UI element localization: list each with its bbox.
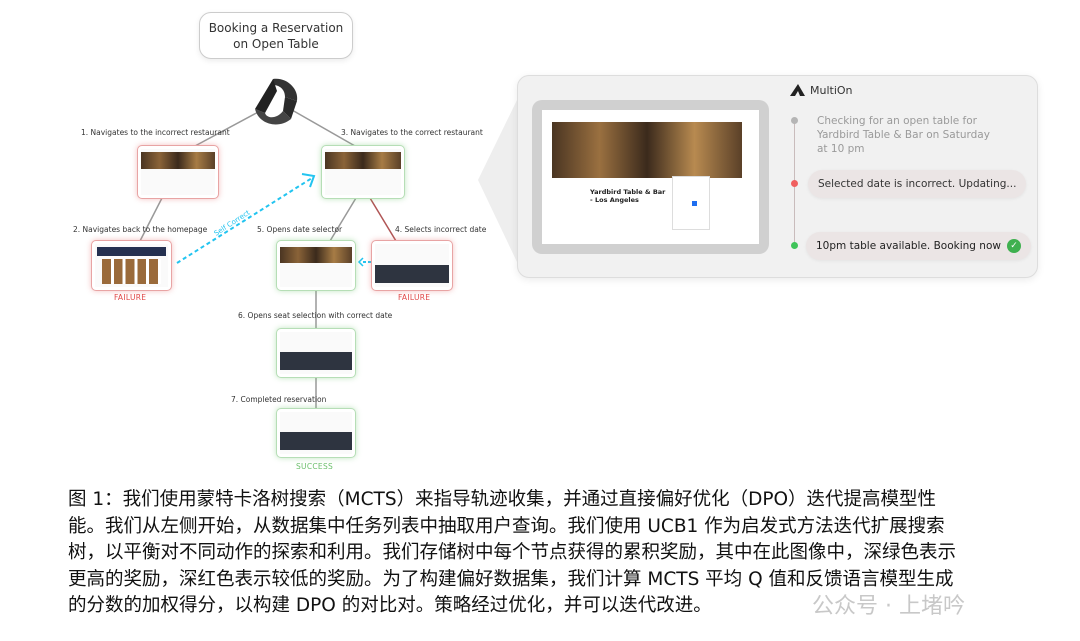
step-checking: Checking for an open table for Yardbird … (817, 115, 990, 155)
panel-pointer (478, 100, 517, 262)
caption-line: 更高的奖励，深红色表示较低的奖励。为了构建偏好数据集，我们计算 MCTS 平均 … (68, 568, 954, 590)
timeline-dot-success (791, 242, 798, 249)
self-correct-label: Self Correct (213, 209, 252, 238)
browser-screenshot-frame: Yardbird Table & Bar - Los Angeles (532, 100, 769, 254)
edge-node3-node5 (329, 197, 357, 242)
node-2-label: 2. Navigates back to the homepage (73, 225, 208, 234)
title-line: Booking a Reservation (208, 20, 344, 35)
caption-line: 树，以平衡对不同动作的探索和利用。我们存储树中每个节点获得的累积奖励，其中在此图… (68, 542, 957, 563)
retry-arrowhead (357, 257, 364, 267)
node-3-screenshot (321, 145, 405, 199)
node-4-status: FAILURE (398, 293, 431, 302)
caption-line: 能。我们从左侧开始，从数据集中任务列表中抽取用户查询。我们使用 UCB1 作为启… (68, 515, 945, 537)
step-success-text: 10pm table available. Booking now (816, 240, 1001, 252)
step-error-text: Selected date is incorrect. Updating... (818, 178, 1017, 190)
step-success-bubble: 10pm table available. Booking now ✓ (806, 232, 1031, 260)
app-name: MultiOn (810, 84, 853, 97)
node-4-label: 4. Selects incorrect date (395, 225, 487, 234)
node-4-screenshot (371, 240, 453, 291)
selected-date (692, 201, 697, 206)
self-correct-arrow (176, 177, 313, 264)
node-1-screenshot (137, 145, 219, 199)
step-error-bubble: Selected date is incorrect. Updating... (808, 170, 1027, 198)
node-2-status: FAILURE (114, 293, 147, 302)
edge-root-node3 (291, 109, 356, 147)
node-5-screenshot (276, 240, 356, 291)
timeline-dot-pending (791, 117, 798, 124)
multion-logo-icon (255, 78, 298, 125)
node-6-label: 6. Opens seat selection with correct dat… (238, 311, 393, 320)
node-6-screenshot (276, 328, 356, 378)
title-line: on Open Table (233, 36, 319, 51)
node-7-status: SUCCESS (296, 462, 334, 471)
restaurant-hero-image (552, 122, 742, 178)
edge-node3-node4 (369, 197, 397, 242)
check-circle-icon: ✓ (1006, 239, 1021, 253)
timeline-dot-error (791, 180, 798, 187)
node-7-screenshot (276, 408, 356, 458)
node-1-label: 1. Navigates to the incorrect restaurant (81, 128, 230, 137)
node-3-label: 3. Navigates to the correct restaurant (341, 128, 483, 137)
watermark: 公众号 · 上堵吟 (812, 594, 965, 619)
node-2-screenshot (91, 240, 172, 291)
multion-logo-icon (790, 84, 805, 96)
figure-caption: 图 1：我们使用蒙特卡洛树搜索（MCTS）来指导轨迹收集，并通过直接偏好优化（D… (68, 487, 1078, 620)
calendar-widget (672, 176, 710, 230)
edge-node1-node2 (139, 197, 163, 242)
caption-line: 的分数的加权得分，以构建 DPO 的对比对。策略经过优化，并可以迭代改进。 (68, 595, 712, 616)
self-correct-arrowhead (301, 173, 316, 188)
edge-root-node1 (194, 109, 263, 147)
restaurant-page-title: Yardbird Table & Bar - Los Angeles (590, 188, 666, 204)
node-5-label: 5. Opens date selector (257, 225, 343, 234)
node-7-label: 7. Completed reservation (231, 395, 327, 404)
caption-line: 图 1：我们使用蒙特卡洛树搜索（MCTS）来指导轨迹收集，并通过直接偏好优化（D… (68, 489, 937, 510)
